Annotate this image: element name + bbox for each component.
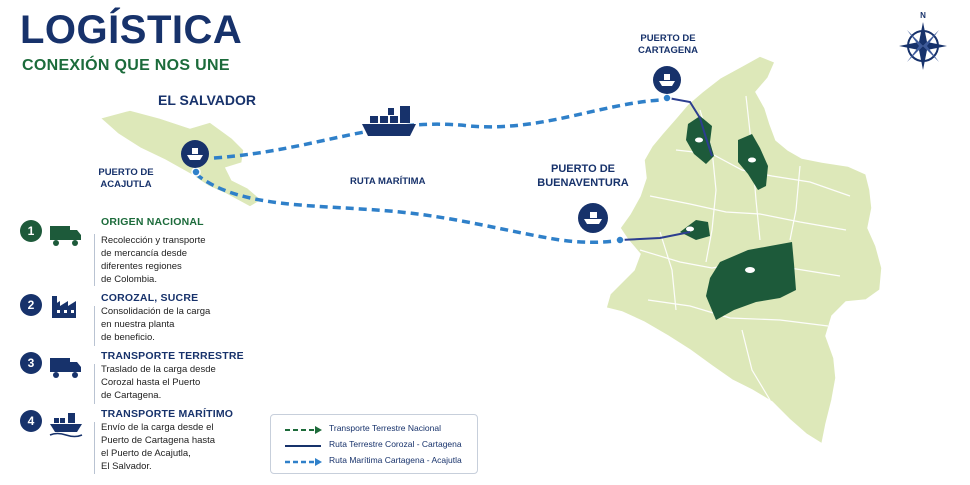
step-description-line: de Cartagena.	[101, 390, 162, 401]
step-title: COROZAL, SUCRE	[101, 292, 199, 304]
label-puerto-cartagena-line2: CARTAGENA	[638, 44, 698, 56]
step-description-line: Corozal hasta el Puerto	[101, 377, 201, 388]
step-divider	[94, 306, 95, 346]
label-puerto-buenaventura-line1: PUERTO DE	[551, 163, 615, 175]
label-puerto-acajutla-line2: ACAJUTLA	[100, 178, 152, 190]
factory-icon	[52, 296, 76, 318]
legend-item: Ruta Marítima Cartagena - Acajutla	[283, 455, 473, 469]
label-puerto-cartagena: PUERTO DE CARTAGENA	[636, 33, 700, 57]
legend-item: Ruta Terrestre Corozal - Cartagena	[283, 439, 473, 453]
acajutla-point	[191, 167, 201, 177]
highlight-antioquia	[680, 220, 710, 240]
page-subtitle: CONEXIÓN QUE NOS UNE	[22, 57, 230, 74]
compass-rose-icon: N	[899, 11, 947, 70]
label-puerto-buenaventura: PUERTO DE BUENAVENTURA	[536, 163, 630, 191]
step-divider	[94, 422, 95, 474]
step-description-line: Recolección y transporte	[101, 235, 206, 246]
highlight-meta	[706, 242, 796, 320]
step-divider	[94, 364, 95, 404]
compass-north-label: N	[920, 11, 926, 20]
step-description-line: diferentes regiones	[101, 261, 182, 272]
legend-label: Transporte Terrestre Nacional	[329, 423, 441, 433]
sea-route-north	[213, 98, 661, 160]
truck-icon	[50, 226, 81, 246]
legend-solid-navy-line-icon	[285, 445, 321, 447]
port-icon-acajutla	[181, 140, 209, 168]
legend-label: Ruta Marítima Cartagena - Acajutla	[329, 455, 462, 465]
legend-item: Transporte Terrestre Nacional	[283, 423, 473, 437]
step-number: 2	[20, 294, 42, 316]
page-title: LOGÍSTICA	[20, 8, 243, 52]
step-description-line: Traslado de la carga desde	[101, 364, 216, 375]
port-icon-buenaventura	[578, 203, 608, 233]
step-description-line: El Salvador.	[101, 461, 152, 472]
cartagena-point	[662, 93, 672, 103]
label-puerto-cartagena-line1: PUERTO DE	[640, 33, 696, 44]
truck-icon	[50, 358, 81, 378]
step-number: 3	[20, 352, 42, 374]
step-description: Consolidación de la carga en nuestra pla…	[101, 305, 261, 344]
department-borders	[639, 95, 851, 401]
step-description-line: Envío de la carga desde el	[101, 422, 214, 433]
colombia-shape	[605, 55, 883, 446]
sea-route-south	[194, 172, 621, 245]
step-description-line: el Puerto de Acajutla,	[101, 448, 191, 459]
step-number: 1	[20, 220, 42, 242]
label-puerto-acajutla-line1: PUERTO DE	[98, 167, 154, 178]
step-description-line: Puerto de Cartagena hasta	[101, 435, 216, 446]
el-salvador-shape	[98, 109, 264, 208]
cargo-ship-icon	[362, 106, 416, 136]
label-ruta-maritima: RUTA MARÍTIMA	[350, 176, 426, 187]
legend-label: Ruta Terrestre Corozal - Cartagena	[329, 439, 462, 449]
step-description: Envío de la carga desde el Puerto de Car…	[101, 421, 261, 473]
step-title: TRANSPORTE MARÍTIMO	[101, 408, 234, 420]
land-route-cartagena	[667, 97, 713, 157]
legend-dashed-green-arrow-icon	[285, 426, 322, 434]
step-number: 4	[20, 410, 42, 432]
step-description-line: de beneficio.	[101, 332, 155, 343]
step-title: ORIGEN NACIONAL	[101, 216, 204, 228]
land-route-buenaventura	[619, 231, 691, 241]
label-puerto-acajutla: PUERTO DE ACAJUTLA	[96, 167, 156, 191]
label-el-salvador: EL SALVADOR	[158, 92, 257, 108]
step-description-line: de mercancía desde	[101, 248, 188, 259]
port-icon-cartagena	[653, 66, 681, 94]
step-description: Recolección y transporte de mercancía de…	[101, 234, 261, 286]
step-description-line: Consolidación de la carga	[101, 306, 211, 317]
step-description-line: en nuestra planta	[101, 319, 175, 330]
step-description: Traslado de la carga desde Corozal hasta…	[101, 363, 261, 402]
legend-dashed-blue-arrow-icon	[285, 458, 322, 466]
label-puerto-buenaventura-line2: BUENAVENTURA	[537, 176, 629, 189]
step-description-line: de Colombia.	[101, 274, 157, 285]
cattle-icons	[686, 137, 756, 273]
map-legend: Transporte Terrestre Nacional Ruta Terre…	[270, 414, 478, 474]
ship-icon	[49, 413, 83, 438]
buenaventura-point	[615, 235, 625, 245]
step-title: TRANSPORTE TERRESTRE	[101, 350, 244, 362]
step-divider	[94, 234, 95, 286]
